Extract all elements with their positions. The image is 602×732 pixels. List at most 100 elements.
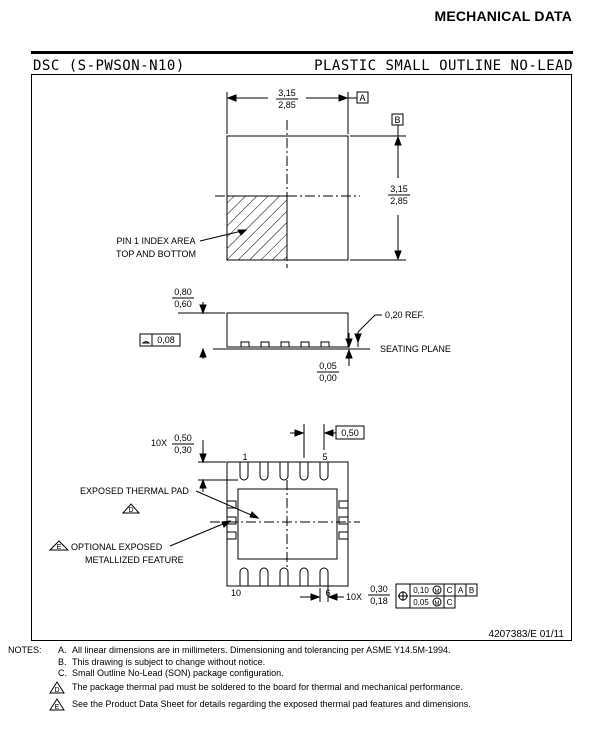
arrow [327, 593, 338, 601]
note-text: The package thermal pad must be soldered… [72, 681, 463, 692]
arrow [199, 478, 207, 489]
metallized-feature [226, 516, 237, 525]
package-code: DSC (S-PWSON-N10) [33, 58, 185, 74]
mmc-circle [432, 585, 442, 595]
flatness-frame [139, 333, 181, 347]
bottom-pad [259, 462, 269, 481]
pin1-index-hatch [226, 195, 288, 261]
arrow [199, 453, 207, 464]
pad-width-min: 0,18 [370, 596, 388, 606]
ref-dimension: 0,20 REF. [385, 310, 425, 320]
top-length-max: 3,15 [390, 184, 408, 194]
note-d-letter: D [128, 507, 133, 514]
pad-width-prefix: 10X [346, 592, 362, 602]
arrow [199, 347, 207, 358]
tol-datum-c: C [447, 586, 453, 595]
pitch-value: 0,50 [341, 428, 359, 438]
mmc-modifier: M [435, 589, 440, 595]
arrow [294, 429, 305, 437]
mmc-modifier: M [435, 601, 440, 607]
side-lead [320, 341, 330, 348]
note-e-letter: E [57, 544, 62, 551]
arrow [338, 94, 349, 102]
metallized-feature [226, 531, 237, 540]
note-letter: D [54, 687, 59, 694]
tol-cell [465, 583, 478, 597]
arrow [237, 229, 248, 236]
top-width-max: 3,15 [278, 88, 296, 98]
bottom-pad [259, 567, 269, 586]
arrow [226, 94, 237, 102]
tol-datum-a: A [458, 586, 464, 595]
thermal-pad-label: EXPOSED THERMAL PAD [80, 486, 189, 496]
note-e-triangle-icon: E [49, 697, 65, 711]
arrow [354, 333, 362, 344]
note-letter: B. [58, 656, 67, 667]
note-text: Small Outline No-Lead (SON) package conf… [72, 668, 284, 678]
arrow [310, 593, 321, 601]
note-e-triangle [48, 540, 70, 551]
arrow [394, 250, 402, 261]
arrow [323, 429, 334, 437]
note-d-triangle [121, 503, 141, 514]
package-name: PLASTIC SMALL OUTLINE NO-LEAD [314, 58, 573, 74]
datum-b-label: B [394, 115, 400, 125]
arrow [345, 338, 353, 349]
mmc-circle [432, 597, 442, 607]
bottom-pad [319, 567, 329, 586]
top-length-min: 2,85 [390, 196, 408, 206]
side-lead [300, 341, 310, 348]
pin-1-number: 1 [242, 452, 247, 462]
pin1-label-line2: TOP AND BOTTOM [116, 249, 196, 259]
side-height-min: 0,60 [174, 299, 192, 309]
note-letter: E [55, 704, 60, 711]
notes-label: NOTES: [8, 645, 42, 655]
bottom-pad [319, 462, 329, 481]
bottom-pad [299, 567, 309, 586]
arrow [394, 135, 402, 146]
seating-plane-label: SEATING PLANE [380, 344, 451, 354]
pad-length-min: 0,30 [174, 445, 192, 455]
profile-surface-icon [141, 341, 151, 344]
pad-length-max: 0,50 [174, 433, 192, 443]
metallized-feature [338, 531, 349, 540]
tol-value-1: 0,10 [413, 586, 429, 595]
datum-a-label: A [359, 93, 365, 103]
optional-label-line1: OPTIONAL EXPOSED [71, 542, 163, 552]
side-lead [240, 341, 250, 348]
tol-value-2: 0,05 [413, 598, 429, 607]
tol-datum-b: B [469, 586, 474, 595]
note-d-triangle-icon: D [49, 680, 65, 694]
bottom-pad [239, 462, 249, 481]
pad-width-max: 0,30 [370, 584, 388, 594]
top-view: 3,15 2,85 A B 3,15 2,85 PIN 1 INDEX AREA… [116, 88, 410, 268]
pin-10-number: 10 [231, 588, 241, 598]
side-lead [260, 341, 270, 348]
metallized-feature [338, 516, 349, 525]
tol-cell [443, 595, 456, 609]
side-view: SEATING PLANE 0,80 0,60 0,08 0,20 REF. 0… [139, 287, 451, 383]
note-letter: A. [58, 645, 67, 655]
page-header-title: MECHANICAL DATA [434, 8, 572, 24]
side-height-max: 0,80 [174, 287, 192, 297]
pin1-leader [199, 229, 247, 242]
ref-leader [357, 314, 382, 333]
bottom-pad [279, 462, 289, 481]
document-number: 4207383/E 01/11 [488, 629, 564, 640]
pin1-label-line1: PIN 1 INDEX AREA [116, 236, 195, 246]
tol-datum-c-2: C [447, 598, 453, 607]
pad-length-prefix: 10X [151, 438, 167, 448]
bottom-pad [299, 462, 309, 481]
arrow [199, 304, 207, 315]
flatness-value: 0,08 [157, 335, 175, 345]
optional-label-line2: METALLIZED FEATURE [85, 555, 184, 565]
standoff-min: 0,00 [319, 373, 337, 383]
arrow [221, 520, 232, 528]
thermal-pad-leader [195, 490, 259, 519]
note-text: This drawing is subject to change withou… [72, 656, 266, 667]
pin-5-number: 5 [322, 452, 327, 462]
note-letter: C. [58, 668, 67, 678]
optional-leader [169, 520, 231, 547]
metallized-feature [338, 500, 349, 509]
